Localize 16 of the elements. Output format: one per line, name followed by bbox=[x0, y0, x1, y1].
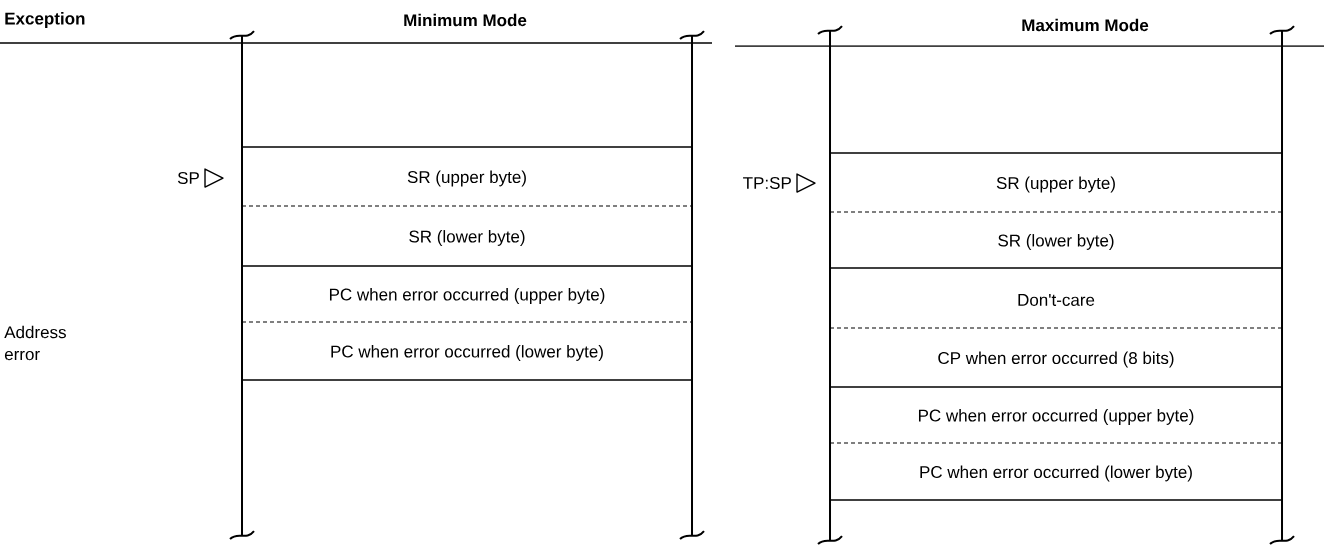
row-label: Address error bbox=[4, 325, 66, 361]
pointer-label: TP:SP bbox=[743, 177, 791, 190]
stack-cell: PC when error occurred (upper byte) bbox=[330, 288, 605, 304]
stack-cell: SR (upper byte) bbox=[407, 170, 526, 187]
column-heading: Exception bbox=[5, 12, 85, 28]
stack-cell: PC when error occurred (lower byte) bbox=[920, 465, 1192, 482]
pointer-label: SP bbox=[177, 172, 199, 185]
column-heading: Maximum Mode bbox=[1022, 18, 1149, 32]
stack-cell: SR (lower byte) bbox=[409, 230, 525, 246]
stack-cell: SR (upper byte) bbox=[996, 176, 1115, 193]
stack-cell: SR (lower byte) bbox=[998, 234, 1114, 250]
stack-cell: PC when error occurred (upper byte) bbox=[919, 409, 1194, 425]
stack-cell: PC when error occurred (lower byte) bbox=[331, 345, 603, 361]
stack-cell: CP when error occurred (8 bits) bbox=[938, 351, 1174, 368]
column-heading: Minimum Mode bbox=[404, 13, 527, 27]
stack-cell: Don't-care bbox=[1018, 294, 1095, 306]
